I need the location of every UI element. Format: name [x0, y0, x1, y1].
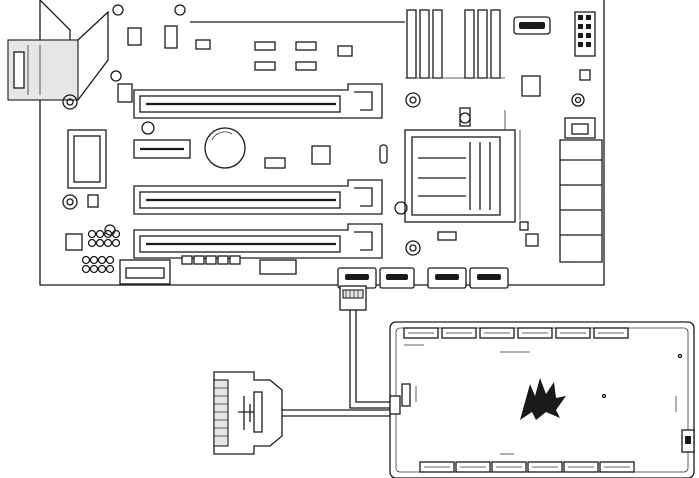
battery [204, 127, 246, 169]
usb-plug [339, 285, 367, 311]
top-components [112, 4, 405, 71]
mid-components [67, 129, 388, 208]
vrm-heatsink [559, 117, 603, 263]
top-fan-headers [403, 327, 629, 353]
hub-right-ports [601, 353, 695, 453]
io-shield [7, 10, 109, 101]
controller-hub [389, 321, 695, 478]
motherboard [7, 0, 605, 311]
top-right-connectors [513, 11, 596, 107]
pcie-slot-1 [117, 83, 383, 119]
pcie-x1-slot [133, 139, 191, 159]
header-pins [81, 229, 121, 274]
bottom-fan-headers [419, 453, 635, 473]
bottom-headers [337, 267, 509, 289]
pcie-slot-2 [133, 179, 383, 215]
brand-logo [520, 378, 566, 420]
pcie-slot-3 [133, 223, 383, 259]
hub-input-ports [389, 383, 417, 415]
sata-power-cable [278, 409, 392, 417]
sata-power-connector [213, 371, 283, 455]
motherboard-outline [39, 0, 605, 286]
memory-slots [405, 9, 505, 79]
usb-cable [349, 310, 392, 409]
cpu-socket [394, 107, 521, 223]
bottom-left-components [65, 221, 539, 285]
